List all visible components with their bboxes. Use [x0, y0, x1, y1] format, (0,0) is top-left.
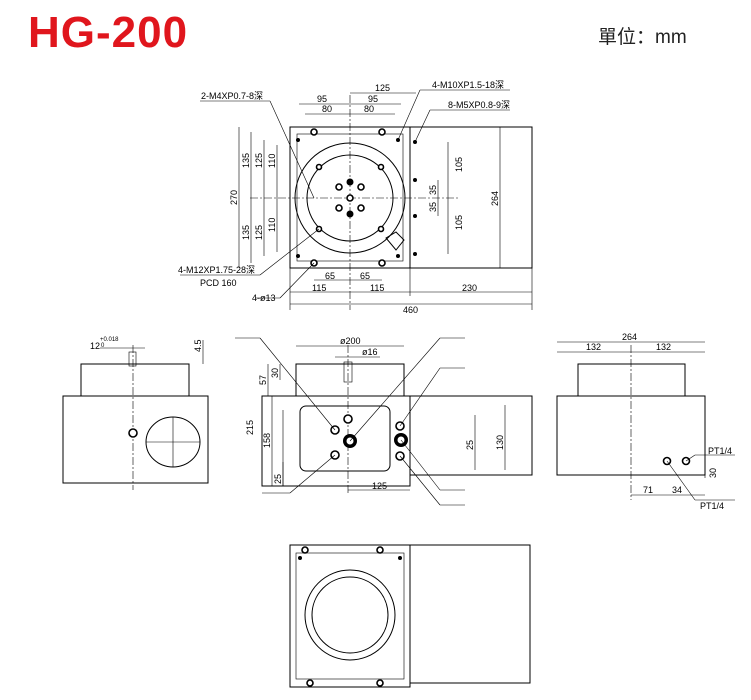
dim-125: 125: [375, 83, 390, 93]
dim-tolerance-lower: 0: [101, 343, 105, 349]
dim-110: 110: [267, 218, 277, 232]
dim-125: 125: [254, 153, 264, 168]
dim-110: 110: [267, 154, 277, 168]
dim-25: 25: [465, 440, 475, 450]
dim-158: 158: [262, 433, 272, 448]
top-view: 2-M4XP0.7-8深 4-M10XP1.5-18深 8-M5XP0.8-9深…: [178, 80, 533, 315]
dim-95: 95: [368, 94, 378, 104]
dim-115: 115: [370, 283, 384, 293]
callout-m5: 8-M5XP0.8-9深: [448, 100, 510, 110]
dim-tolerance-upper: +0.018: [100, 337, 119, 343]
front-view: ø200 ø16 57 30 215 158 25 125 25 130: [235, 336, 533, 506]
dim-135: 135: [241, 153, 251, 168]
dim-230: 230: [462, 283, 477, 293]
dim-35: 35: [428, 202, 438, 212]
dim-35: 35: [428, 185, 438, 195]
dim-270: 270: [229, 190, 239, 205]
right-side-view: 264 132 132 71 34 30 PT1/4 PT1/4: [556, 332, 735, 511]
dim-65: 65: [360, 271, 370, 281]
callout-m12: 4-M12XP1.75-28深: [178, 265, 255, 275]
dim-264: 264: [622, 332, 637, 342]
dim-135: 135: [241, 225, 251, 240]
callout-pt14: PT1/4: [708, 446, 732, 456]
model-title: HG-200: [28, 8, 189, 57]
dim-25: 25: [273, 474, 283, 484]
dim-130: 130: [495, 435, 505, 450]
dim-4.5: 4.5: [193, 339, 203, 352]
dim-460: 460: [403, 305, 418, 315]
dim-34: 34: [672, 485, 682, 495]
dim-105: 105: [454, 215, 464, 230]
dim-125: 125: [372, 481, 387, 491]
dim-57: 57: [258, 375, 268, 385]
bottom-view: [289, 544, 531, 688]
dim-132: 132: [656, 342, 671, 352]
dim-132: 132: [586, 342, 601, 352]
unit-label: 單位：mm: [598, 27, 687, 48]
dim-125: 125: [254, 225, 264, 240]
dim-key-width: 12: [90, 341, 100, 351]
dim-80: 80: [364, 104, 374, 114]
dim-80: 80: [322, 104, 332, 114]
callout-pt14: PT1/4: [700, 501, 724, 511]
dim-105: 105: [454, 157, 464, 172]
dim-71: 71: [643, 485, 653, 495]
bolt-holes: [296, 128, 417, 267]
dim-30: 30: [270, 368, 280, 378]
dim-115: 115: [312, 283, 326, 293]
dim-d16: ø16: [362, 347, 378, 357]
callout-m10: 4-M10XP1.5-18深: [432, 80, 504, 90]
dim-65: 65: [325, 271, 335, 281]
callout-pcd: PCD 160: [200, 278, 237, 288]
dim-95: 95: [317, 94, 327, 104]
dim-264: 264: [490, 191, 500, 206]
left-side-view: 12 +0.018 0 4.5: [62, 337, 209, 490]
dim-d200: ø200: [340, 336, 361, 346]
dim-215: 215: [245, 420, 255, 435]
dim-30: 30: [708, 468, 718, 478]
callout-d13: 4-ø13: [252, 293, 276, 303]
callout-m4: 2-M4XP0.7-8深: [201, 91, 263, 101]
